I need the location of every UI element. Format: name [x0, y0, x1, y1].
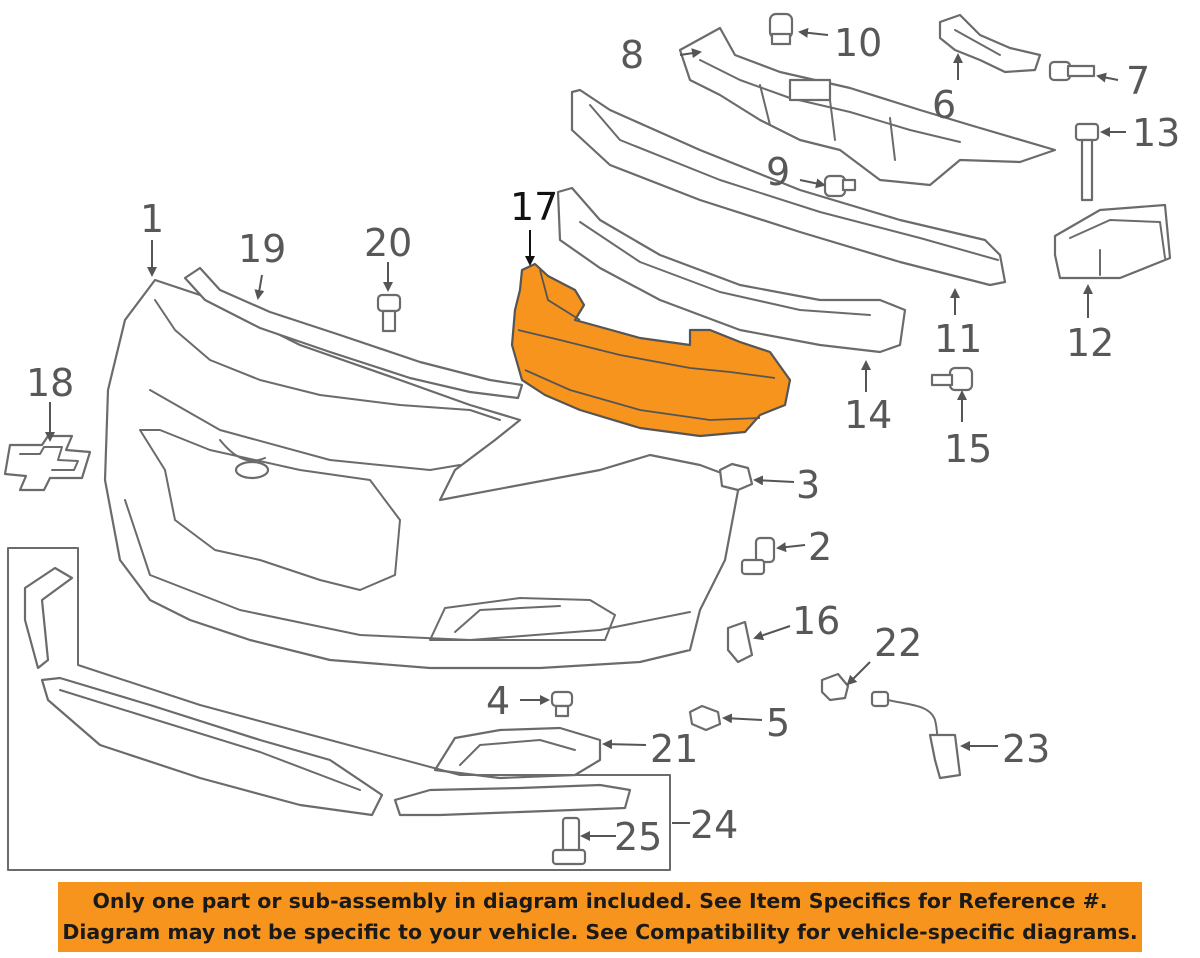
- callout-6: 6: [932, 83, 956, 127]
- parts-diagram: 8 10 6 7 13 9 11 12 14 15 3 2 16 22 23 5…: [3, 12, 1180, 871]
- part-8-bracket: [678, 26, 1057, 187]
- callout-20: 20: [364, 221, 412, 265]
- callout-5: 5: [766, 701, 790, 745]
- part-1-bumper-cover: [103, 278, 742, 670]
- callout-25: 25: [614, 815, 662, 859]
- part-16-retainer: [726, 620, 754, 664]
- part-11-impact-bar: [570, 88, 1007, 287]
- part-18-emblem: [3, 434, 92, 492]
- callout-18: 18: [26, 361, 74, 405]
- callout-12: 12: [1066, 321, 1114, 365]
- callout-10: 10: [834, 21, 882, 65]
- part-4-pin: [550, 690, 574, 718]
- part-2-bolt: [740, 536, 776, 576]
- leader-lines: [45, 27, 1126, 841]
- part-20-bolt: [376, 293, 402, 333]
- part-5-clip: [688, 704, 722, 732]
- part-13-bolt: [1074, 122, 1100, 202]
- part-15-bolt: [930, 366, 974, 392]
- callout-labels: 8 10 6 7 13 9 11 12 14 15 3 2 16 22 23 5…: [26, 21, 1180, 859]
- callout-2: 2: [808, 525, 832, 569]
- callout-15: 15: [944, 427, 992, 471]
- callout-11: 11: [934, 317, 982, 361]
- callout-4: 4: [486, 679, 510, 723]
- callout-3: 3: [796, 463, 820, 507]
- callout-1: 1: [140, 197, 164, 241]
- part-10-cap: [768, 12, 794, 46]
- disclaimer-line-1: Only one part or sub-assembly in diagram…: [92, 889, 1108, 913]
- callout-23: 23: [1002, 727, 1050, 771]
- callout-21: 21: [650, 727, 698, 771]
- callout-9: 9: [766, 150, 790, 194]
- part-17-deflector: [510, 262, 792, 438]
- part-7-bolt: [1048, 60, 1096, 82]
- callout-19: 19: [238, 227, 286, 271]
- part-24-lower-cover: [23, 566, 632, 817]
- disclaimer-line-2: Diagram may not be specific to your vehi…: [62, 920, 1138, 944]
- part-23-harness: [870, 690, 962, 780]
- callout-24: 24: [690, 803, 738, 847]
- callout-16: 16: [792, 599, 840, 643]
- callout-17: 17: [510, 185, 558, 229]
- part-24-group-outline: [7, 547, 671, 871]
- callout-13: 13: [1132, 111, 1180, 155]
- part-25-bolt: [551, 816, 587, 866]
- callout-14: 14: [844, 393, 892, 437]
- part-21-bezel: [433, 726, 602, 780]
- part-22-connector: [820, 672, 850, 702]
- callout-8: 8: [620, 33, 644, 77]
- part-9-bolt: [823, 174, 857, 198]
- part-6-bracket: [938, 13, 1042, 74]
- callout-7: 7: [1126, 59, 1150, 103]
- part-12-bracket: [1053, 203, 1172, 280]
- callout-22: 22: [874, 621, 922, 665]
- part-3-clip: [718, 462, 754, 492]
- disclaimer-banner: Only one part or sub-assembly in diagram…: [58, 882, 1142, 952]
- part-19-retainer: [183, 266, 524, 400]
- part-14-absorber: [556, 186, 907, 354]
